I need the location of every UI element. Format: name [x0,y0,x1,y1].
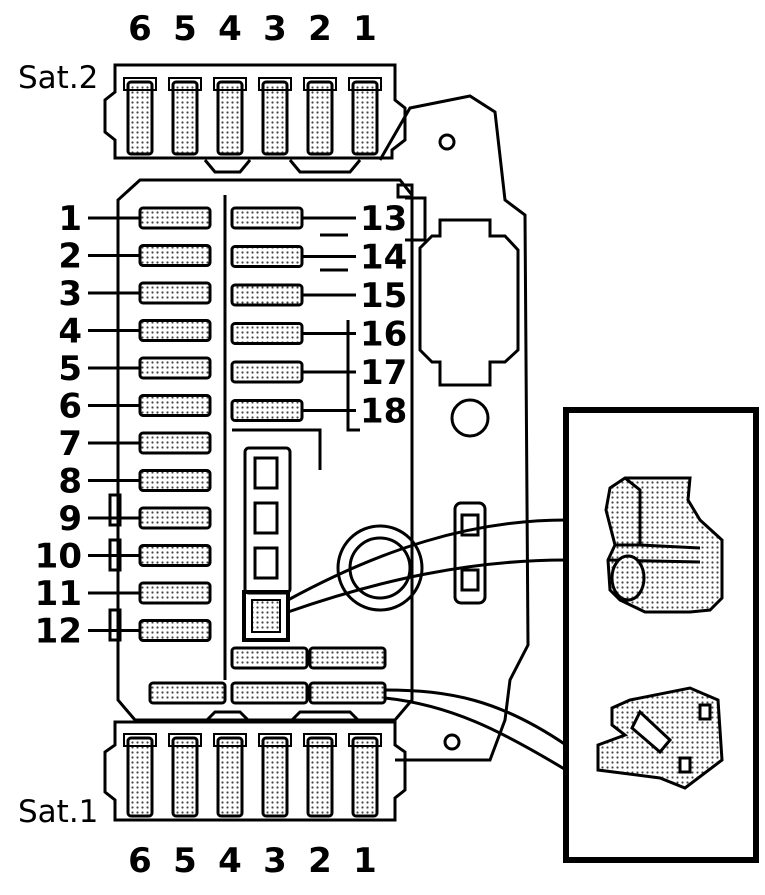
main-fuse-number: 4 [58,312,82,352]
main-fuse-number: 7 [58,424,82,464]
sat2-fuse-5 [171,80,199,156]
main-fuse-number: 13 [360,199,407,239]
sat2-fuse-1 [351,80,379,156]
sat2-fuse-cap [303,77,337,91]
sat2-fuse-number: 6 [128,9,152,49]
sat2-fuse-number: 4 [218,9,242,49]
sat1-fuse-cap [213,733,247,747]
sat1-fuse-cap [123,733,157,747]
sat1-fuse-5 [171,736,199,818]
main-fuse-number: 15 [360,276,407,316]
sat1-fuse-number: 4 [218,841,242,881]
sat1-fuse-cap [303,733,337,747]
main-fuse-6 [138,394,212,417]
satellite-1-fuses [123,733,382,818]
main-left-fuses [88,206,212,642]
main-fuse-number: 6 [58,387,82,427]
main-fuse-10 [138,544,212,567]
main-fuse-number: 12 [35,612,82,652]
main-fuse-number: 8 [58,462,82,502]
sat1-fuse-3 [261,736,289,818]
main-fuse-7 [138,431,212,455]
sat2-fuse-4 [216,80,244,156]
satellite-2-block [103,63,407,174]
satellite-2-label: Sat.2 [18,60,98,96]
sat1-fuse-number: 2 [308,841,332,881]
sat1-fuse-number: 6 [128,841,152,881]
fuse-puller-icon [604,476,724,614]
sat2-fuse-number: 5 [173,9,197,49]
main-fuse-13 [230,206,304,230]
sat1-fuse-number: 3 [263,841,287,881]
main-fuse-15 [230,283,304,307]
main-fuse-number: 14 [360,238,407,278]
sat1-fuse-cap [168,733,202,747]
main-fuse-2 [138,244,212,267]
main-fuse-number: 5 [58,349,82,389]
main-fuse-16 [230,322,304,345]
sat1-fuse-4 [216,736,244,818]
blade-fuse-icon [596,686,724,790]
sat2-fuse-cap [168,77,202,91]
sat2-fuse-2 [306,80,334,156]
main-fuse-8 [138,469,212,492]
main-fuse-number: 18 [360,392,407,432]
sat2-fuse-cap [258,77,292,91]
main-fuse-17 [230,360,304,384]
sat2-fuse-number: 3 [263,9,287,49]
satellite-1-block [103,710,407,822]
sat2-fuse-6 [126,80,154,156]
sat2-fuse-number: 1 [353,9,377,49]
main-fuse-18 [230,399,304,422]
sat1-fuse-cap [258,733,292,747]
main-fuse-number: 17 [360,353,407,393]
satellite-1-label: Sat.1 [18,794,98,830]
main-fuse-number: 10 [35,537,82,577]
main-fuse-12 [138,619,212,642]
main-fuse-11 [138,581,212,605]
main-fuse-number: 9 [58,499,82,539]
main-fuse-number: 3 [58,274,82,314]
sat1-fuse-number: 5 [173,841,197,881]
main-fuse-3 [138,281,212,305]
sat2-fuse-number: 2 [308,9,332,49]
sat1-fuse-6 [126,736,154,818]
bottom-spare-fuses [148,646,387,705]
main-fuse-5 [138,356,212,380]
sat2-fuse-3 [261,80,289,156]
main-fuse-1 [138,206,212,230]
sat1-fuse-2 [306,736,334,818]
main-right-fuses [230,206,356,422]
callout-lines [287,518,567,772]
sat1-fuse-number: 1 [353,841,377,881]
sat1-fuse-1 [351,736,379,818]
sat2-fuse-cap [348,77,382,91]
sat2-fuse-cap [213,77,247,91]
main-fuse-number: 2 [58,237,82,277]
main-fuse-number: 11 [35,574,82,614]
sat1-fuse-cap [348,733,382,747]
satellite-2-fuses [123,77,382,156]
sat2-fuse-cap [123,77,157,91]
main-fuse-number: 1 [58,199,82,239]
main-fuse-number: 16 [360,315,407,355]
main-fuse-14 [230,245,304,268]
main-fuse-4 [138,319,212,342]
main-fuse-9 [138,506,212,530]
